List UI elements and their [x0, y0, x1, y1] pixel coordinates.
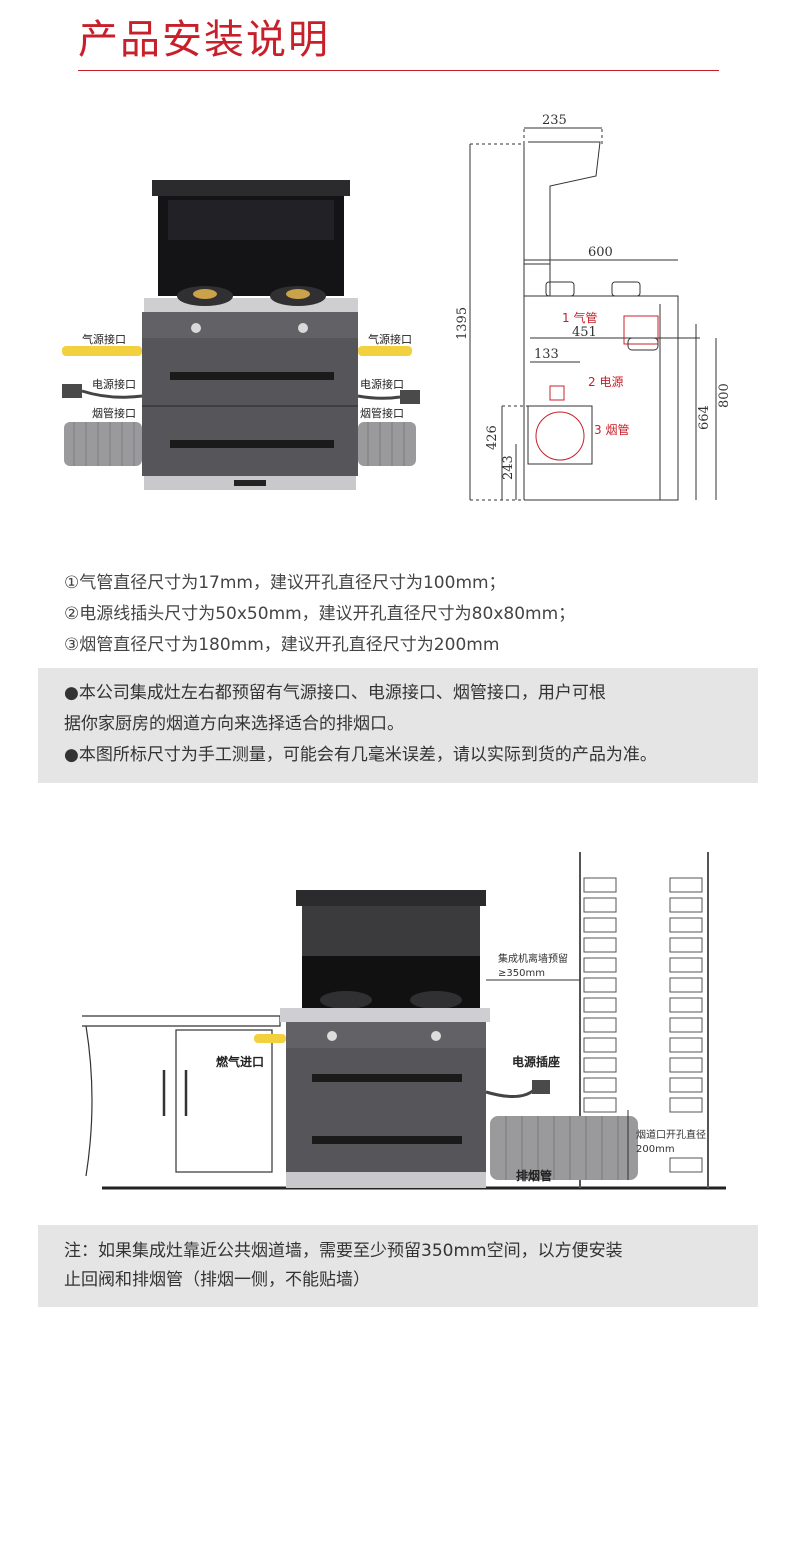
dim-235: 235: [542, 113, 567, 128]
gap-value: ≥350mm: [498, 968, 545, 979]
kitchen-cabinet: [82, 1015, 281, 1177]
spec-item: ③烟管直径尺寸为180mm，建议开孔直径尺寸为200mm: [64, 635, 500, 655]
dim-133: 133: [534, 347, 559, 362]
note-line: 止回阀和排烟管（排烟一侧，不能贴墙）: [64, 1270, 370, 1290]
notice-line: 据你家厨房的烟道方向来选择适合的排烟口。: [64, 714, 404, 734]
spec-item: ①气管直径尺寸为17mm，建议开孔直径尺寸为100mm；: [64, 573, 506, 593]
dim-1395: 1395: [455, 307, 470, 340]
notice-line: ●本公司集成灶左右都预留有气源接口、电源接口、烟管接口，用户可根: [64, 683, 606, 703]
gas-pipe-right: [358, 346, 412, 356]
title-divider: [78, 70, 719, 71]
stove-front-illustration: [142, 180, 358, 490]
dim-451: 451: [572, 325, 597, 340]
spec-item: ②电源线插头尺寸为50x50mm，建议开孔直径尺寸为80x80mm；: [64, 604, 576, 624]
gas-pipe-left: [62, 346, 142, 356]
installation-diagram-top: 气源接口 电源接口 烟管接口 气源接口 电源接口 烟管接口 235 600 45…: [62, 113, 732, 501]
note-line: 注：如果集成灶靠近公共烟道墙，需要至少预留350mm空间，以方便安装: [64, 1241, 623, 1261]
label-gas-left: 气源接口: [82, 332, 126, 346]
flue-value: 200mm: [636, 1144, 675, 1155]
dim-664: 664: [697, 405, 712, 430]
label-power-left: 电源接口: [92, 377, 136, 391]
callout-gas: 1 气管: [562, 310, 597, 325]
dim-600: 600: [588, 245, 613, 260]
label-power-right: 电源接口: [360, 377, 404, 391]
installation-diagram-bottom: 集成机离墙预留 ≥350mm 燃气进口 电源插座 烟道口开孔直径 200mm 排…: [82, 852, 726, 1190]
burner-left: [177, 286, 233, 306]
callout-power: 2 电源: [588, 375, 623, 389]
spec-list: ①气管直径尺寸为17mm，建议开孔直径尺寸为100mm； ②电源线插头尺寸为50…: [64, 568, 744, 661]
dim-243: 243: [501, 455, 516, 480]
gas-inlet-pipe: [254, 1034, 286, 1043]
dim-800: 800: [717, 383, 732, 408]
smoke-duct-right: [358, 422, 416, 466]
label-smoke-right: 烟管接口: [360, 406, 404, 420]
power-plug-left: [62, 384, 143, 399]
flue-note: 烟道口开孔直径: [636, 1128, 706, 1141]
notice-panel: ●本公司集成灶左右都预留有气源接口、电源接口、烟管接口，用户可根 据你家厨房的烟…: [38, 668, 758, 783]
label-smoke-left: 烟管接口: [92, 406, 136, 420]
gas-inlet-label: 燃气进口: [216, 1054, 264, 1069]
exhaust-duct: [490, 1110, 638, 1180]
dim-426: 426: [485, 425, 500, 450]
side-view-drawing: [469, 126, 717, 501]
callout-smoke: 3 烟管: [594, 422, 629, 437]
note-panel: 注：如果集成灶靠近公共烟道墙，需要至少预留350mm空间，以方便安装 止回阀和排…: [38, 1225, 758, 1307]
smoke-duct-left: [64, 422, 142, 466]
power-plug-right: [357, 390, 420, 404]
gap-note: 集成机离墙预留: [498, 952, 568, 965]
notice-line: ●本图所标尺寸为手工测量，可能会有几毫米误差，请以实际到货的产品为准。: [64, 745, 657, 765]
page-title: 产品安装说明: [78, 17, 330, 63]
stove-illustration: [280, 890, 490, 1188]
brick-wall: [579, 852, 709, 1188]
burner-right: [270, 286, 326, 306]
label-gas-right: 气源接口: [368, 332, 412, 346]
socket-label: 电源插座: [512, 1054, 560, 1069]
power-socket: [485, 1080, 550, 1098]
exhaust-label: 排烟管: [516, 1168, 552, 1183]
